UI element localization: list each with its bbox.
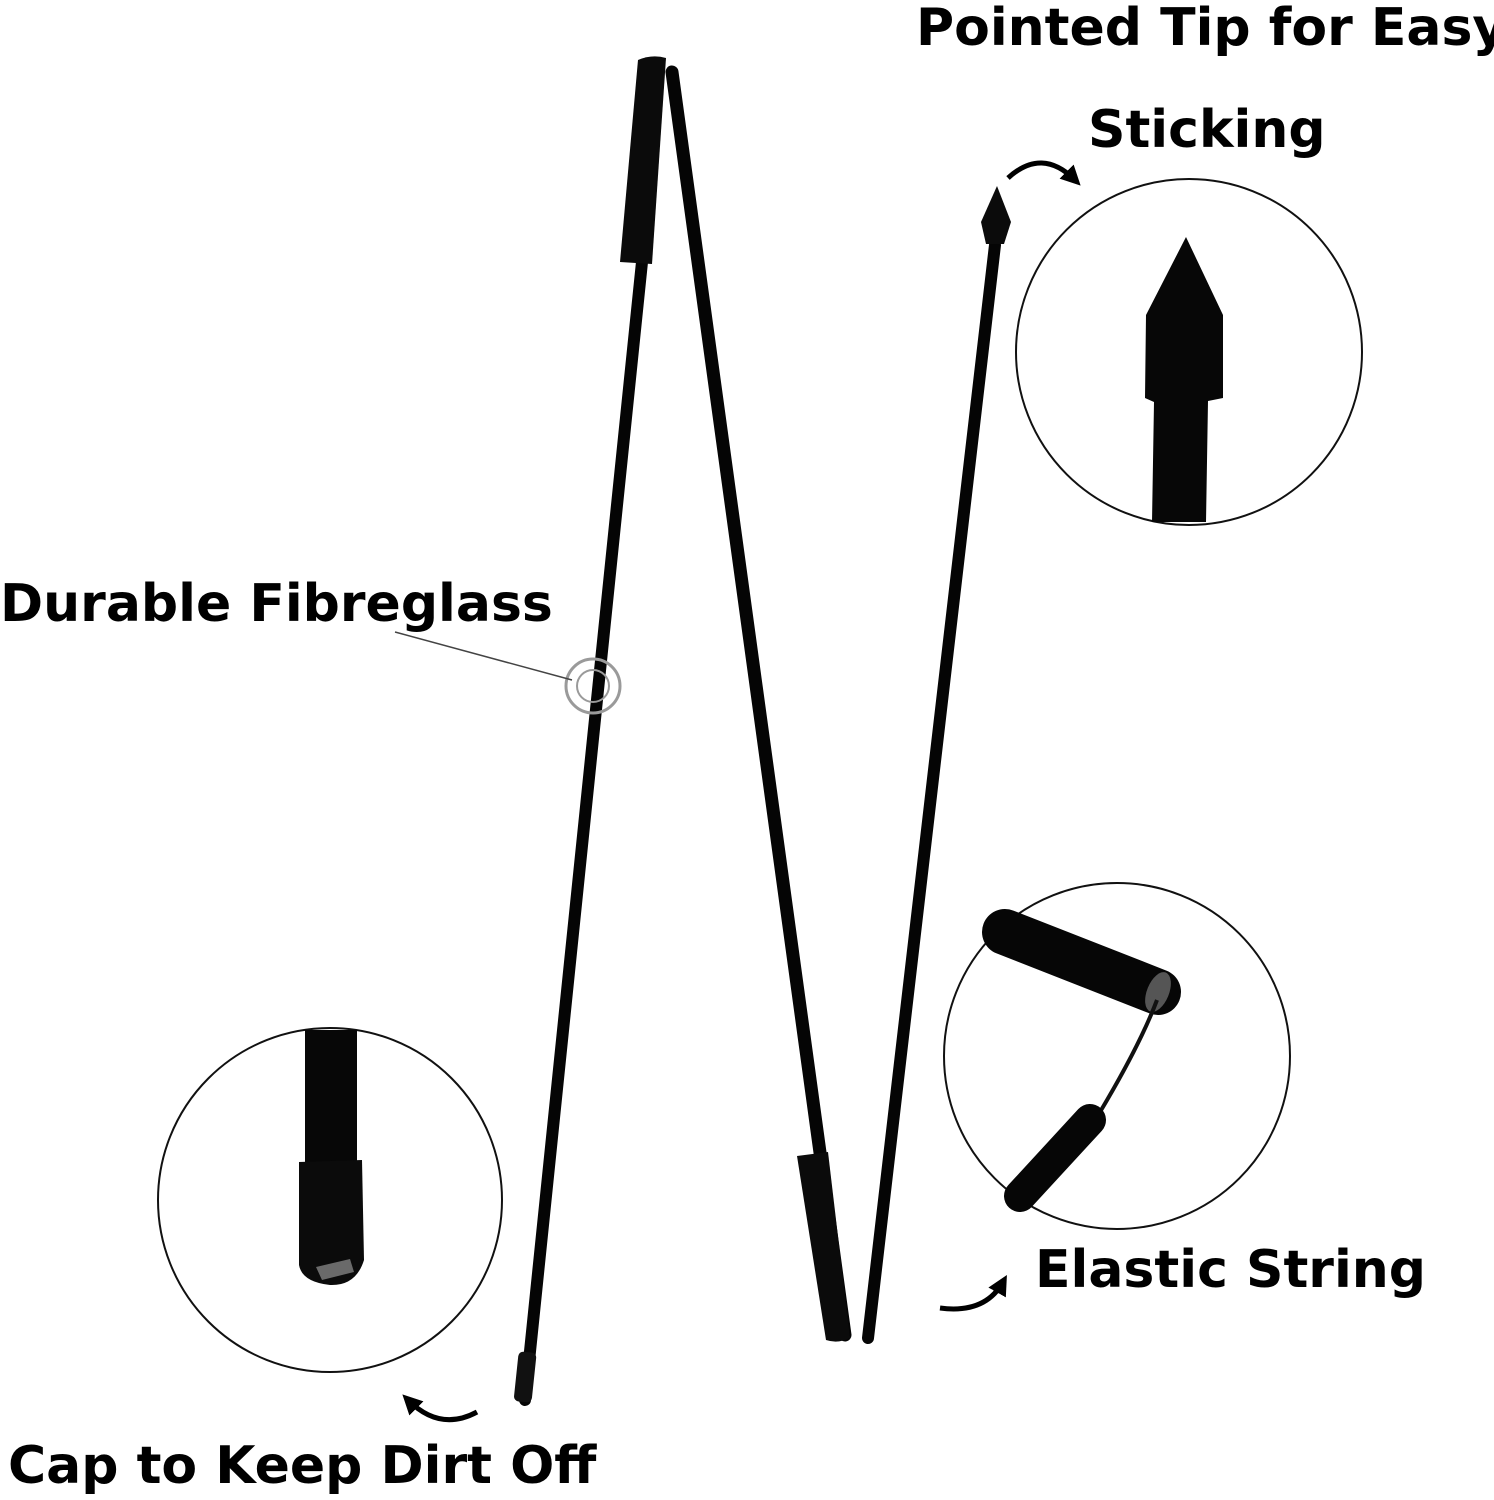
rod-segment-right (862, 239, 1001, 1344)
zoom-circle-cap (157, 1027, 503, 1373)
fibre-marker (564, 657, 622, 715)
fibre-leader-line (394, 631, 573, 681)
curved-arrow-icon (402, 1394, 479, 1423)
zoom-circle-elastic (943, 882, 1291, 1230)
rod-segment-left (519, 256, 648, 1406)
rod-end-cap (514, 1351, 537, 1403)
label-elastic-string: Elastic String (1035, 1240, 1427, 1300)
fibreglass-rod (394, 56, 1011, 1406)
label-durable-fibreglass: Durable Fibreglass (0, 574, 553, 634)
top-ferrule (620, 56, 666, 265)
curved-arrow-icon (939, 1275, 1007, 1312)
curved-arrow-icon (1006, 160, 1081, 186)
rod-segment-middle (665, 65, 852, 1342)
label-pointed-tip-line1: Pointed Tip for Easy (916, 0, 1494, 58)
rod-pointed-tip (981, 186, 1011, 244)
label-cap: Cap to Keep Dirt Off (8, 1436, 597, 1496)
fibre-marker-inner (576, 669, 610, 703)
label-pointed-tip-line2: Sticking (1088, 100, 1326, 160)
zoom-circle-tip (1015, 178, 1363, 526)
bottom-ferrule (797, 1152, 850, 1342)
